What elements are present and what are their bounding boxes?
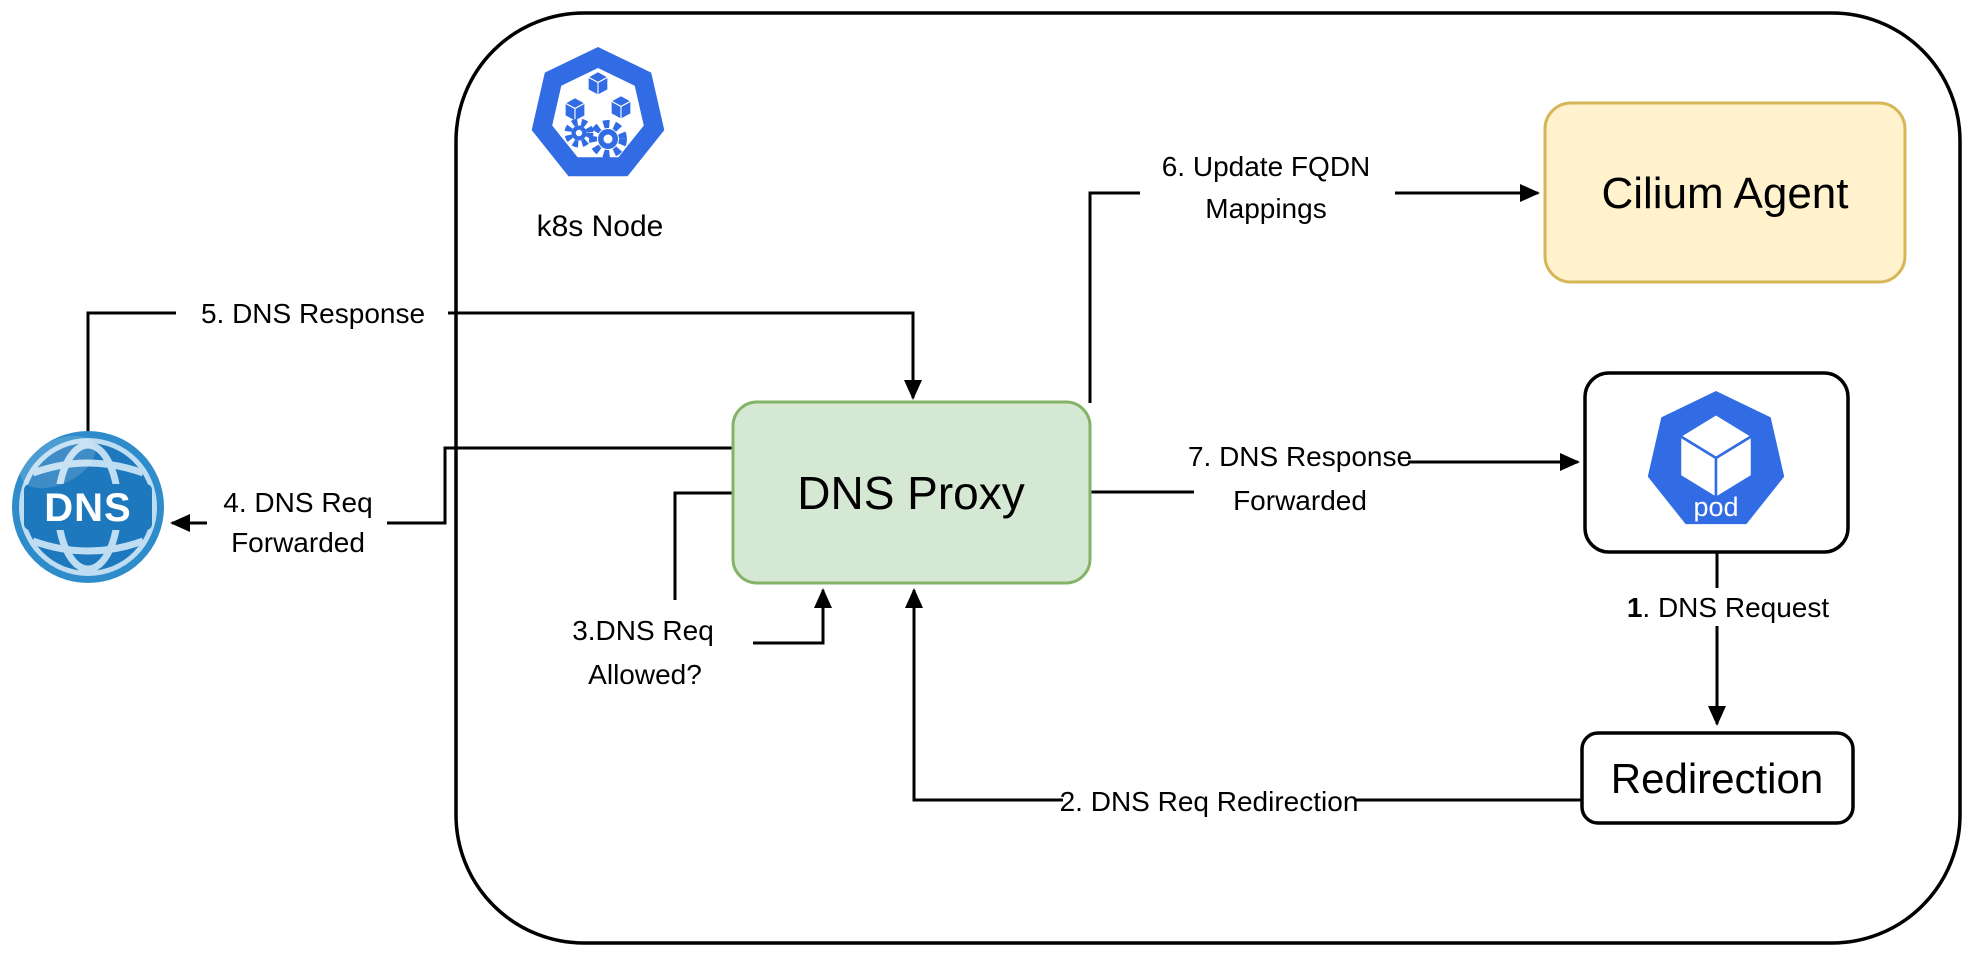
edge-label-5: 5. DNS Response [176,294,448,332]
cube-icon [610,95,632,120]
dns-server-label: DNS [44,486,131,530]
edge-2-dns-req-redirection [905,588,1582,802]
cilium-agent-label: Cilium Agent [1601,169,1848,218]
gear-icon [564,118,594,148]
svg-text:7. DNS Response: 7. DNS Response [1188,441,1412,472]
edge-label-6: 6. Update FQDN Mappings [1140,144,1395,228]
gear-icon [589,120,627,158]
k8s-node-icon [531,47,665,177]
redirection-node: Redirection [1580,731,1855,825]
edge-3-dns-req-allowed-out [673,491,733,600]
k8s-node-label: k8s Node [537,210,664,243]
edge-label-1-number: 1 [1627,592,1643,623]
svg-text:Allowed?: Allowed? [588,659,702,690]
edge-3-dns-req-allowed-in [753,588,832,645]
svg-text:6. Update FQDN: 6. Update FQDN [1162,151,1371,182]
globe-sheen [20,435,96,489]
edge-label-1-text: . DNS Request [1642,592,1829,623]
svg-text:2. DNS Req Redirection: 2. DNS Req Redirection [1060,786,1359,817]
svg-text:1. DNS Request: 1. DNS Request [1627,592,1830,623]
cube-icon [564,97,586,122]
edge-label-3: 3.DNS Req Allowed? [537,602,752,696]
svg-text:Forwarded: Forwarded [1233,485,1367,516]
cube-icon [587,71,609,96]
svg-text:4. DNS Req: 4. DNS Req [223,487,372,518]
edge-label-4: 4. DNS Req Forwarded [207,486,387,558]
redirection-label: Redirection [1611,755,1823,802]
svg-text:5. DNS Response: 5. DNS Response [201,298,425,329]
edge-label-7: 7. DNS Response Forwarded [1188,434,1412,520]
svg-text:Mappings: Mappings [1205,193,1326,224]
pod-icon: pod [1647,391,1785,525]
edge-label-1: 1. DNS Request [1606,588,1852,626]
dns-proxy-label: DNS Proxy [797,467,1024,519]
dns-globe-icon: DNS [12,431,164,583]
svg-text:Forwarded: Forwarded [231,527,365,558]
pod-node: pod [1583,371,1850,554]
svg-text:3.DNS Req: 3.DNS Req [572,615,714,646]
edge-label-2: 2. DNS Req Redirection [1060,782,1359,818]
dns-proxy-node: DNS Proxy [731,400,1092,585]
edge-5-dns-response [86,311,922,432]
pod-label: pod [1693,492,1738,522]
cilium-agent-node: Cilium Agent [1543,101,1907,284]
